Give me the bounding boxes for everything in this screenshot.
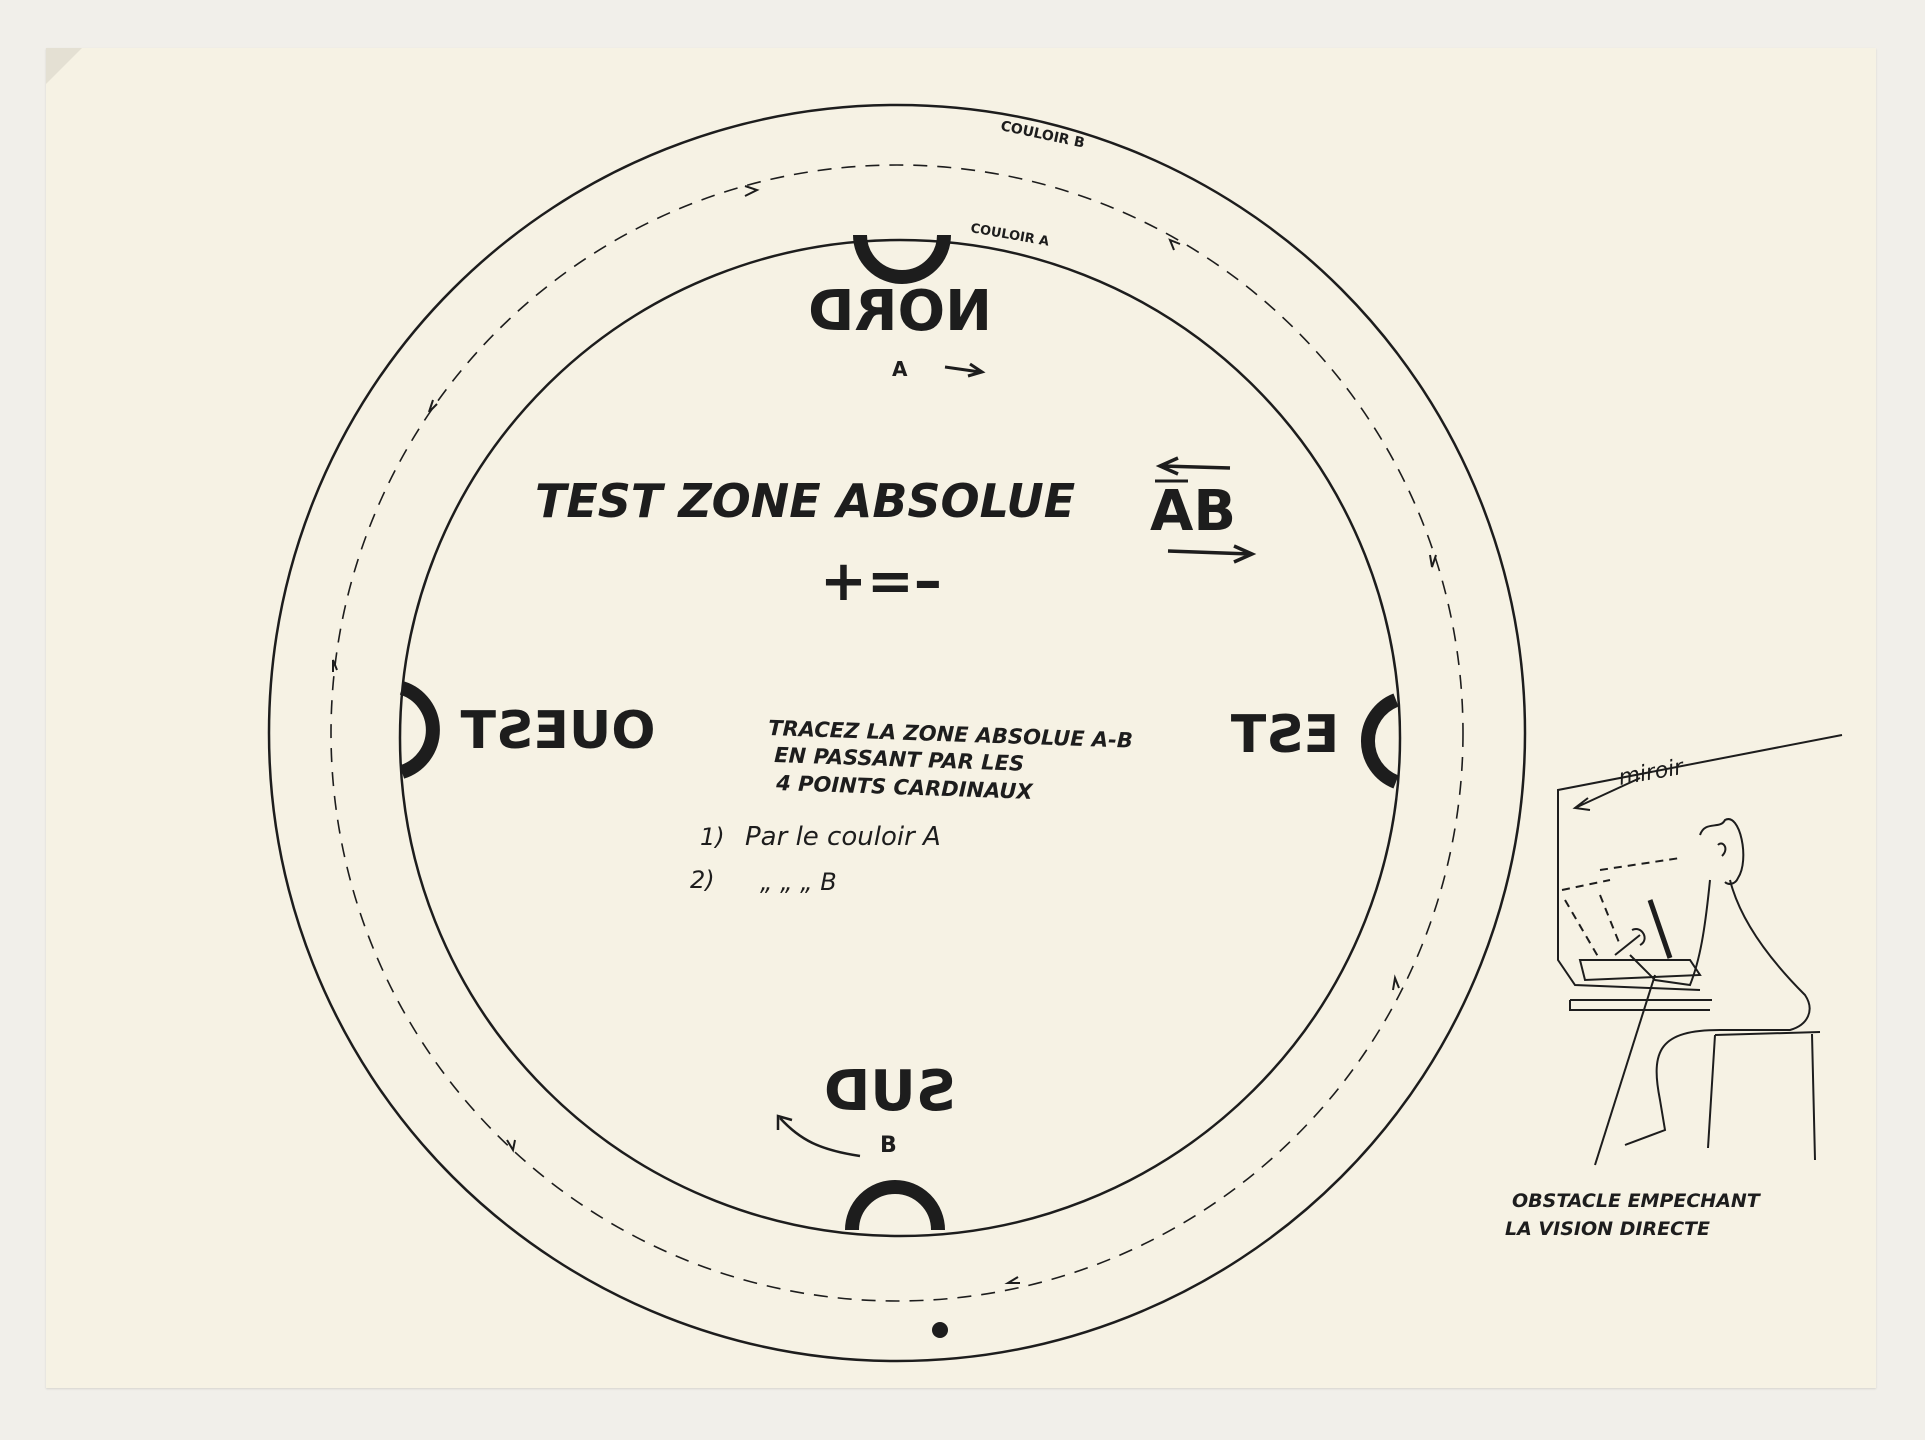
dashed-path [330, 164, 1464, 1302]
mirror-label: miroir [1617, 755, 1687, 791]
mirror-pointer [1572, 777, 1641, 811]
step1-num: 1) [700, 823, 725, 851]
person-ear [1717, 842, 1727, 857]
instruction-line2: EN PASSANT PAR LES [774, 743, 1025, 776]
south-label-group: SUD [824, 1059, 956, 1124]
south-label: SUD [824, 1059, 956, 1124]
east-label-group: EST [1230, 705, 1339, 765]
step1-text: Par le couloir A [745, 822, 941, 852]
person-arm [1629, 879, 1711, 987]
person-leg [1624, 1029, 1721, 1146]
equation: +=– [820, 549, 942, 614]
west-label: OUEST [460, 701, 655, 761]
person-body [1720, 879, 1811, 1031]
b-curved-arrow [776, 1114, 861, 1158]
tray [1578, 959, 1702, 982]
west-notch [399, 681, 440, 779]
south-notch [845, 1180, 945, 1231]
person-head [1699, 818, 1745, 885]
outer-ring [267, 103, 1527, 1363]
paper-sheet [46, 48, 1876, 1388]
title-main: TEST ZONE ABSOLUE [535, 474, 1075, 528]
pencil-hand [1614, 928, 1646, 956]
caption-line1: OBSTACLE EMPECHANT [1512, 1190, 1762, 1212]
a-arrow [944, 362, 986, 378]
marker-a: A [892, 357, 908, 381]
step2-text: „ „ „ B [760, 868, 837, 896]
registration-dot [932, 1322, 948, 1338]
caption-line2: LA VISION DIRECTE [1505, 1218, 1710, 1240]
lamp-cord [1594, 974, 1656, 1166]
desk-top [1569, 999, 1712, 1011]
instruction-line3: 4 POINTS CARDINAUX [775, 771, 1035, 804]
north-notch [853, 234, 951, 284]
east-label: EST [1230, 705, 1339, 765]
reflection-dashes [1561, 857, 1681, 961]
ab-arrow-right [1167, 544, 1257, 564]
north-label: NORD [808, 279, 992, 344]
stool [1707, 1031, 1821, 1161]
inner-ring [398, 238, 1402, 1238]
folded-corner [46, 48, 82, 84]
mirror-sketch [1557, 734, 1843, 1166]
title-ab: AB [1150, 479, 1236, 544]
marker-b: B [880, 1133, 897, 1158]
east-notch [1360, 693, 1399, 789]
ab-arrow-left [1155, 456, 1231, 476]
step2-num: 2) [690, 866, 715, 894]
box-frame [1557, 822, 1701, 991]
west-label-group: OUEST [460, 701, 655, 761]
mirror-line [1557, 734, 1843, 822]
path-arrows [332, 185, 1437, 1284]
north-label-group: NORD [808, 279, 992, 344]
obstacle-board [1647, 899, 1673, 959]
